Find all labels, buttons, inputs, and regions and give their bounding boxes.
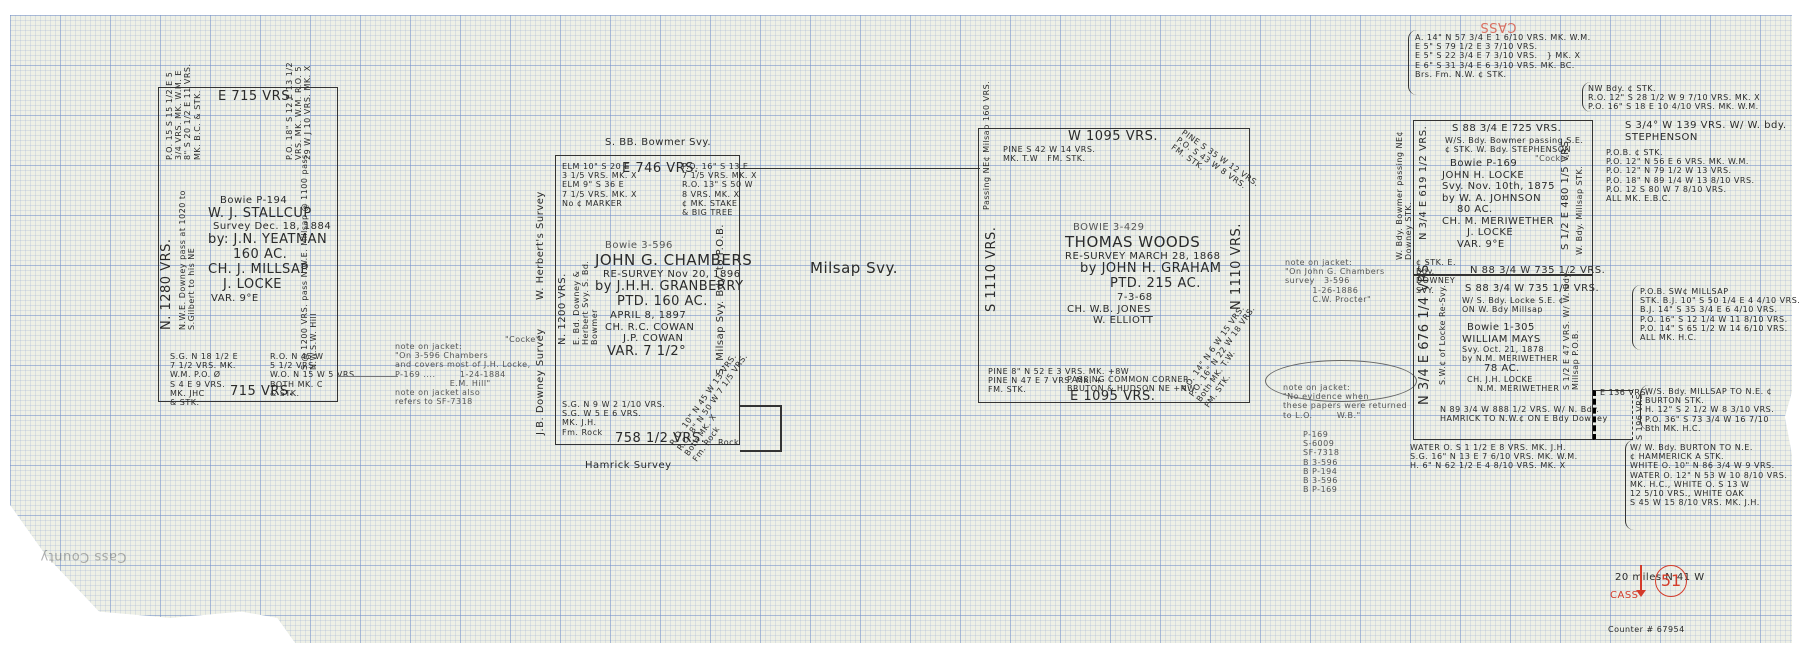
milsap-north-line: [740, 168, 980, 170]
tract3-south-call: E 1095 VRS.: [1070, 389, 1156, 404]
pob-bearing-trees: P.O.B. ¢ STK. P.O. 12" N 56 E 6 VRS. MK.…: [1606, 148, 1755, 203]
tract5-south-call: N 89 3/4 W 888 1/2 VRS. W/ N. Bdy. HAMRI…: [1440, 405, 1608, 424]
milsap-survey-label: Milsap Svy.: [810, 259, 898, 277]
tract3-east-call: N 1110 VRS.: [1229, 223, 1244, 310]
burton-brace: [1640, 385, 1649, 430]
hammerick-calls: W/ W. Bdy. BURTON TO N.E. ¢ HAMMERICK A …: [1630, 443, 1788, 508]
top-left-brace: [1408, 30, 1417, 95]
tract-mays-boundary: [1413, 275, 1593, 440]
tract-locke-boundary: [1413, 120, 1593, 275]
tract4-north-note: W/S. Bdy. Bowmer passing S.E. ¢ STK. W. …: [1445, 136, 1584, 155]
counter-number: Counter # 67954: [1608, 625, 1685, 634]
tract4-description: Bowie P-169 JOHN H. LOCKE Svy. Nov. 10th…: [1442, 158, 1556, 250]
tract1-se-corner-calls: R.O. N 45 W 5 1/2 VRS. W.O. N 15 W 5 VRS…: [270, 352, 358, 398]
tract2-north-adjoiner: S. BB. Bowmer Svy.: [605, 137, 712, 148]
burton-calls: W/S. Bdy. MILLSAP TO N.E. ¢ BURTON STK. …: [1645, 387, 1775, 433]
tract1-west-call: N. 1280 VRS.: [159, 238, 174, 330]
tract2-sw-corner-calls: S.G. N 9 W 2 1/10 VRS. S.G. W 5 E 6 VRS.…: [562, 400, 666, 437]
jacket-note-1: note on jacket: "On 3-596 Chambers and c…: [395, 342, 531, 407]
tract3-north-call: W 1095 VRS.: [1068, 129, 1159, 144]
tract2-south-call: 758 1/2 VRS.: [615, 431, 706, 446]
county-faint-label: Cass County: [40, 548, 127, 564]
county-stamp-inverted: CASS: [1480, 18, 1517, 34]
jacket-note-3-list: P-169 S-6009 SF-7318 B 3-596 B P-194 B 3…: [1303, 430, 1340, 495]
tract-woods-boundary: [978, 128, 1250, 403]
jacket-note-2: note on jacket: "On John G. Chambers sur…: [1285, 258, 1385, 304]
tract5-west-note: S.W.¢ of Locke Re-Svy.: [1438, 284, 1447, 385]
tract3-sw-corner-calls: PINE 8" N 52 E 3 VRS. MK. +8W PINE N 47 …: [988, 367, 1130, 395]
tract5-north-note: W/ S. Bdy. Locke S.E. ¢ ON W. Bdy Millsa…: [1462, 296, 1565, 315]
tract2-west-adjoiner: W. Herbert's Survey: [535, 191, 546, 300]
tract-stallcup-boundary: [158, 87, 338, 402]
tract5-east-call: S 1/2 E 47 VRS. W/ W. Bdy. Millsap P.O.B…: [1562, 270, 1581, 390]
tract-chambers-boundary: [555, 155, 740, 445]
rock-label: Rock: [718, 438, 740, 447]
pob-sw-millsap-calls: P.O.B. SW¢ MILLSAP STK. B.J. 10" S 50 1/…: [1640, 287, 1800, 342]
tract3-description: BOWIE 3-429 THOMAS WOODS RE-SURVEY MARCH…: [1065, 222, 1222, 327]
north-arrow-icon: [1636, 565, 1646, 597]
tract4-north-call: S 88 3/4 E 725 VRS.: [1452, 123, 1562, 134]
tract5-south-corner-calls: WATER O. S 1 1/2 E 8 VRS. MK. J.H. S.G. …: [1410, 443, 1578, 471]
cocke-tag: "Cocke": [505, 335, 541, 344]
tract3-south-passing-note: PASSING COMMON CORNER BRUTON & HUDSON NE…: [1067, 375, 1196, 394]
nw-boundary-calls: NW Bdy. ¢ STK. R.O. 12" S 28 1/2 W 9 7/1…: [1588, 84, 1761, 112]
stephenson-call: S 3/4° W 139 VRS. W/ W. bdy. STEPHENSON: [1625, 120, 1787, 143]
tract-small-boundary: [1593, 390, 1633, 440]
hammerick-brace: [1625, 440, 1634, 530]
tract2-description: Bowie 3-596 JOHN G. CHAMBERS RE-SURVEY N…: [595, 240, 753, 359]
tract5-description: Bowie 1-305 WILLIAM MAYS Svy. Oct. 21, 1…: [1462, 322, 1560, 394]
tract6-north-call: E 136 VRS.: [1600, 388, 1650, 397]
tract1-north-call: E 715 VRS.: [218, 89, 295, 104]
tract4-divider-note: ¢ STK. E. Bdy. DOWNEY SVY.: [1416, 258, 1457, 295]
tract2-west-call: N. 1200 VRS.: [557, 273, 568, 345]
tract2-north-call: E 746 VRS.: [622, 161, 699, 176]
rock-notch-top: [740, 405, 782, 407]
tract1-ne-corner-calls: P.O. 18" S 12 E 13 1/2 VRS. MK. W.M. R.O…: [285, 61, 313, 160]
tract4-west-note: W. Bdy. Bowmer passing NE¢ Downey STK.: [1395, 130, 1414, 260]
tract1-sw-corner-calls: S.G. N 18 1/2 E 7 1/2 VRS. MK. W.M. P.O.…: [170, 352, 239, 407]
tract1-south-call: 715 VRS.: [230, 384, 294, 399]
tract1-description: Bowie P-194 W. J. STALLCUP Survey Dec. 1…: [208, 195, 332, 304]
tract4-divider-call: N 88 3/4 W 735 1/2 VRS.: [1470, 265, 1606, 276]
nw-brace: [1582, 82, 1591, 112]
tract2-nw-corner-calls: ELM 10" S 20 E 3 1/5 VRS. MK. X ELM 9" S…: [562, 162, 637, 208]
tract1-nw-corner-calls: P.O. 15 S 15 1/2 E 5 3/4 VRS. MK. W.M. E…: [165, 63, 202, 160]
tract5-north-call: S 88 3/4 W 735 1/2 VRS.: [1465, 283, 1600, 294]
tract2-ne-corner-calls: P.O. 16" S 13 E 7 1/5 VRS. MK. X R.O. 13…: [682, 162, 757, 217]
tract3-west-call: S 1110 VRS.: [984, 226, 999, 312]
tract1-west-note: N.W.E. Downey pass at 1020 to S.Gilbert …: [178, 190, 197, 330]
graph-paper: [10, 15, 1792, 643]
nw-corner-bearing-trees: A. 14" N 57 3/4 E 1 6/10 VRS. MK. W.M. E…: [1415, 33, 1591, 79]
tract4-west-call: N 3/4 E 619 1/2 VRS.: [1418, 125, 1429, 240]
pob-sw-brace: [1632, 285, 1641, 350]
tract3-nw-corner-calls: PINE S 42 W 14 VRS. MK. T.W FM. STK.: [1003, 145, 1096, 164]
jacket-note-1-leader: [338, 376, 398, 377]
rock-notch-side: [780, 405, 782, 450]
sheet-number-circle: 51: [1655, 565, 1687, 597]
jacket-note-3-leader: [1265, 360, 1417, 402]
tract4-cocke-note: "Cocke": [1535, 154, 1571, 163]
tract3-west-note: Passing NE¢ Milsap 160 VRS.: [982, 80, 991, 210]
rock-notch-bottom: [740, 450, 782, 452]
county-label-red: CASS: [1610, 590, 1639, 601]
tract2-south-adjoiner: Hamrick Survey: [585, 460, 672, 471]
tract4-east-note: W. Bdy. Millsap STK.: [1575, 165, 1584, 255]
tract5-west-call: N 3/4 E 676 1/4 VRS.: [1417, 259, 1432, 405]
tract2-west-adjoiner-2: J.B. Downey Survey: [535, 328, 546, 435]
